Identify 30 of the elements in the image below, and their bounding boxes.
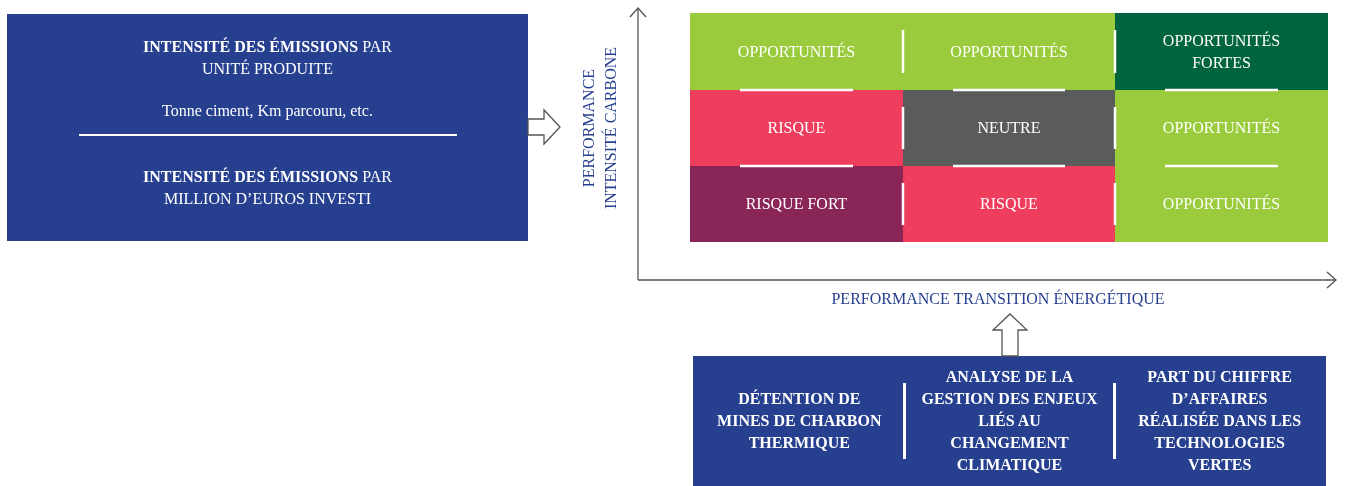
info-panel bbox=[7, 14, 528, 241]
matrix-cell bbox=[1115, 13, 1328, 90]
matrix-cell bbox=[1115, 90, 1328, 166]
hollow-arrow bbox=[991, 313, 1029, 357]
matrix-cell bbox=[903, 13, 1115, 90]
criterion-text: ANALYSE DE LA GESTION DES ENJEUX LIÉS AU CHANGEMENT CLIMATIQUE bbox=[920, 367, 1099, 475]
cell-label: NEUTRE bbox=[976, 118, 1042, 138]
criteria-panel bbox=[693, 356, 1326, 486]
axis-label: PERFORMANCE TRANSITION ÉNERGÉTIQUE bbox=[820, 288, 1176, 314]
panel-text: INTENSITÉ DES ÉMISSIONS PAR UNITÉ PRODUITE bbox=[142, 36, 393, 79]
cell-label: OPPORTUNITÉS bbox=[949, 41, 1069, 62]
cell-label: RISQUE FORT bbox=[744, 194, 849, 214]
matrix-cell bbox=[690, 13, 903, 90]
panel-text: Tonne ciment, Km parcouru, etc. bbox=[161, 101, 374, 122]
cell-label: RISQUE bbox=[979, 194, 1039, 214]
matrix-cell bbox=[1115, 166, 1328, 242]
matrix-cell bbox=[903, 166, 1115, 242]
criterion-text: PART DU CHIFFRE D’AFFAIRES RÉALISÉE DANS LES TECHNOLOGIES VERTES bbox=[1137, 367, 1303, 475]
axis-label: PERFORMANCE INTENSITÉ CARBONE bbox=[578, 28, 622, 228]
matrix-cell bbox=[690, 166, 903, 242]
cell-label: OPPORTUNITÉS bbox=[1161, 193, 1282, 214]
panel-text: INTENSITÉ DES ÉMISSIONS PAR MILLION D’EUROS INVESTI bbox=[142, 166, 393, 209]
cell-label: OPPORTUNITÉS bbox=[1161, 117, 1282, 138]
matrix-cell bbox=[690, 90, 903, 166]
hollow-arrow bbox=[527, 108, 561, 146]
criterion-text: DÉTENTION DE MINES DE CHARBON THERMIQUE bbox=[716, 388, 883, 453]
cell-label: OPPORTUNITÉS FORTES bbox=[1161, 30, 1282, 73]
cell-label: OPPORTUNITÉS bbox=[736, 41, 857, 62]
cell-label: RISQUE bbox=[766, 118, 827, 138]
matrix-cell bbox=[903, 90, 1115, 166]
